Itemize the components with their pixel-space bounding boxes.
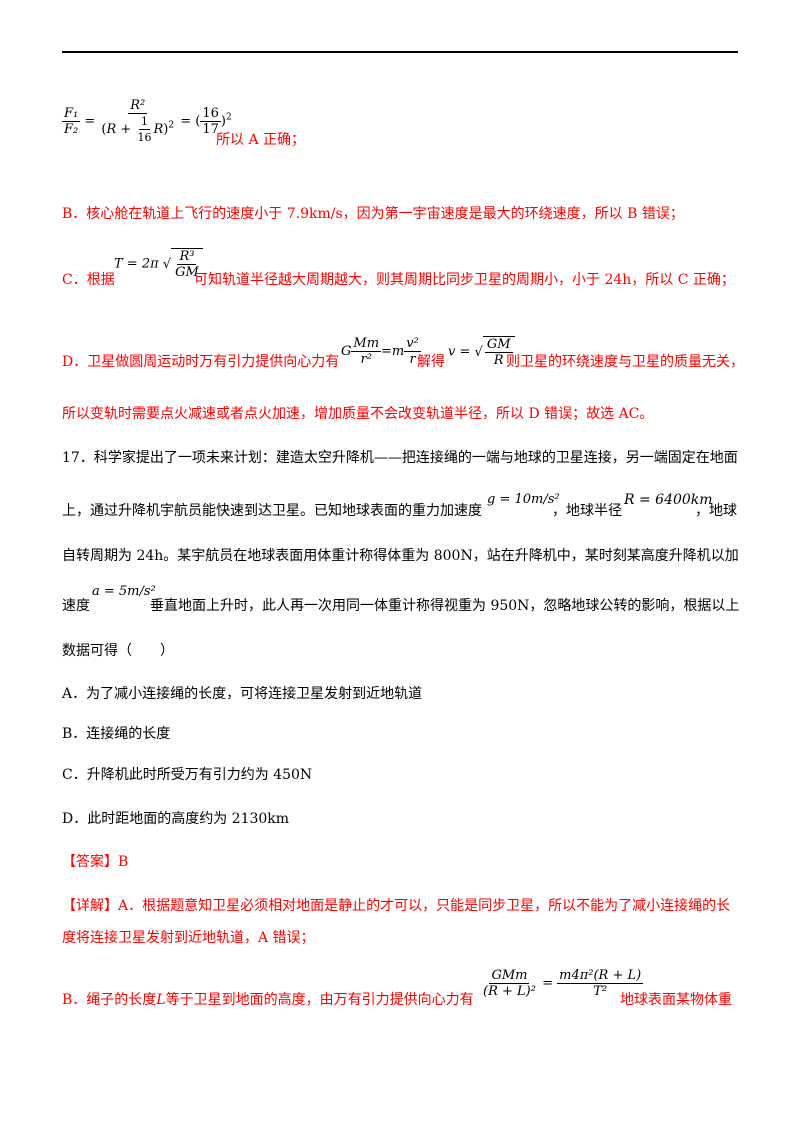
question-line-3: 自转周期为 24h。某宇航员在地球表面用体重计称得体重为 800N，站在升降机中… <box>62 548 739 564</box>
question-line-4a: 速度 <box>62 598 90 614</box>
radius-value: R = 6400km <box>624 492 713 508</box>
answer-jiede: 解得 <box>417 354 445 370</box>
answer-option-d-rest: 则卫星的环绕速度与卫星的质量无关， <box>506 354 744 370</box>
answer-option-b: B．核心舱在轨道上飞行的速度小于 7.9km/s，因为第一宇宙速度是最大的环绕速… <box>62 206 684 222</box>
answer-option-c-rest: 可知轨道半径越大周期越大，则其周期比同步卫星的周期小，小于 24h，所以 C 正… <box>194 272 735 288</box>
option-d: D．此时距地面的高度约为 2130km <box>62 811 290 827</box>
question-line-5: 数据可得（ ） <box>62 643 174 659</box>
question-line-2a: 上，通过升降机宇航员能快速到达卫星。已知地球表面的重力加速度 <box>62 503 482 519</box>
question-line-4b: 垂直地面上升时，此人再一次用同一体重计称得视重为 950N，忽略地球公转的影响，… <box>150 598 740 614</box>
answer-option-c-start: C．根据 <box>62 272 115 288</box>
question-line-2b: ，地球半径 <box>552 503 622 519</box>
question-line-1: 17．科学家提出了一项未来计划：建造太空升降机——把连接绳的一端与地球的卫星连接… <box>62 450 738 466</box>
acceleration-value: a = 5m/s² <box>92 584 156 599</box>
answer-label: 【答案】B <box>62 854 129 870</box>
detail-b-end: 地球表面某物体重 <box>620 992 732 1008</box>
answer-option-d-line2: 所以变轨时需要点火减速或者点火加速，增加质量不会改变轨道半径，所以 D 错误；故… <box>62 406 654 422</box>
formula-rope: GMm(R + L)² = m4π²(R + L)T² <box>483 968 644 999</box>
header-rule <box>62 51 738 53</box>
detail-label: 【详解】 <box>62 898 118 914</box>
detail-line-1: 【详解】A．根据题意知卫星必须相对地面是静止的才可以，只能是同步卫星，所以不能为… <box>62 898 731 914</box>
option-a: A．为了减小连接绳的长度，可将连接卫星发射到近地轨道 <box>62 686 423 702</box>
answer-option-d-start: D．卫星做圆周运动时万有引力提供向心力有 <box>62 354 340 370</box>
answer-a-correct: 所以 A 正确； <box>216 132 306 148</box>
option-b: B．连接绳的长度 <box>62 726 171 742</box>
detail-b-start: B．绳子的长度L等于卫星到地面的高度，由万有引力提供向心力有 <box>62 992 474 1008</box>
question-line-2c: ，地球 <box>695 503 737 519</box>
gravity-value: g = 10m/s² <box>487 492 560 507</box>
detail-line-2: 度将连接卫星发射到近地轨道，A 错误； <box>62 930 315 946</box>
option-c: C．升降机此时所受万有引力约为 450N <box>62 767 313 783</box>
